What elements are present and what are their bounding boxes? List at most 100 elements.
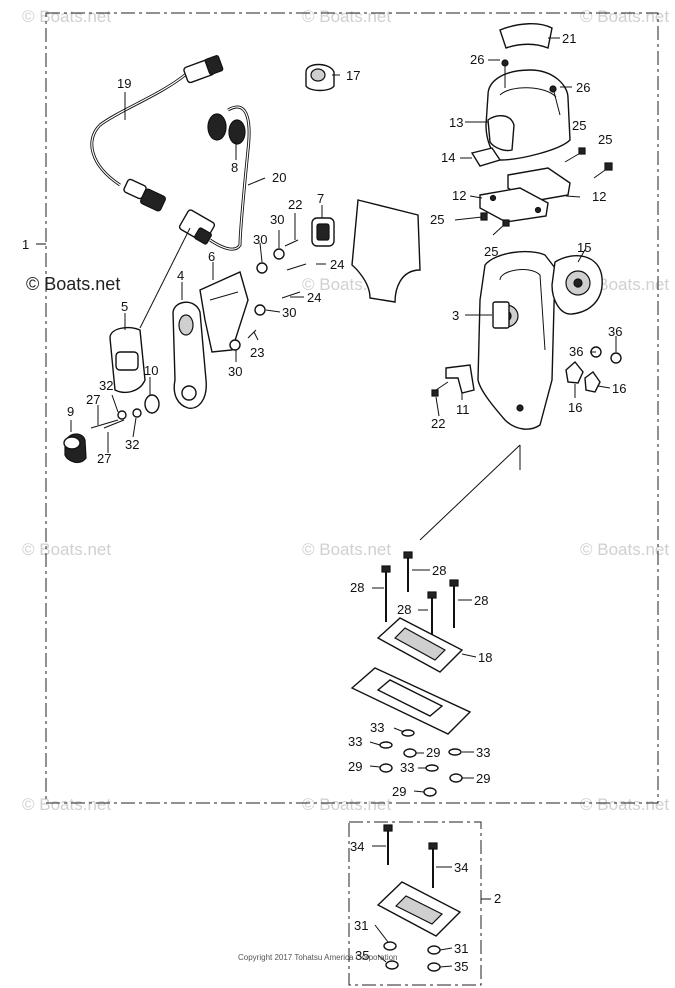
cable-20 — [139, 105, 251, 329]
callout-7: 7 — [317, 191, 324, 206]
callout-33c: 33 — [476, 745, 490, 760]
grip-6 — [199, 271, 249, 353]
callout-1: 1 — [22, 237, 29, 252]
callout-29d: 29 — [392, 784, 406, 799]
callout-33a: 33 — [370, 720, 384, 735]
watermark-strong: © Boats.net — [26, 274, 120, 294]
callout-9: 9 — [67, 404, 74, 419]
callout-4: 4 — [177, 268, 184, 283]
callout-28b: 28 — [432, 563, 446, 578]
watermark: © Boats.net — [302, 795, 391, 814]
watermark-group: © Boats.net © Boats.net © Boats.net © Bo… — [22, 7, 669, 814]
callout-26a: 26 — [470, 52, 484, 67]
callout-30c: 30 — [282, 305, 296, 320]
copyright-text: Copyright 2017 Tohatsu America Corporati… — [238, 953, 398, 962]
callout-36b: 36 — [569, 344, 583, 359]
callout-30d: 30 — [228, 364, 242, 379]
callout-19: 19 — [117, 76, 131, 91]
callout-31b: 31 — [454, 941, 468, 956]
assembly-1-frame — [45, 12, 659, 804]
callout-27a: 27 — [86, 392, 100, 407]
callout-20: 20 — [272, 170, 286, 185]
callout-26b: 26 — [576, 80, 590, 95]
flange-18 — [350, 617, 472, 735]
bracket-11 — [431, 364, 475, 397]
lever-arm-4 — [172, 301, 207, 409]
assembly-2-frame — [348, 821, 482, 986]
part-7 — [311, 217, 335, 247]
callout-23: 23 — [250, 345, 264, 360]
brackets-12 — [479, 167, 571, 223]
callout-29c: 29 — [476, 771, 490, 786]
callout-27b: 27 — [97, 451, 111, 466]
housing-13 — [485, 59, 571, 161]
watermark: © Boats.net — [22, 795, 111, 814]
callout-22a: 22 — [288, 197, 302, 212]
callout-6: 6 — [208, 249, 215, 264]
screws-25 — [454, 147, 613, 236]
watermark: © Boats.net — [22, 7, 111, 26]
callout-8: 8 — [231, 160, 238, 175]
callout-24b: 24 — [307, 290, 321, 305]
callout-28c: 28 — [397, 602, 411, 617]
callout-25a: 25 — [572, 118, 586, 133]
fasteners-left — [229, 239, 307, 351]
callout-17: 17 — [346, 68, 360, 83]
callout-33b: 33 — [348, 734, 362, 749]
callout-29a: 29 — [426, 745, 440, 760]
callout-3: 3 — [452, 308, 459, 323]
callout-25b: 25 — [598, 132, 612, 147]
callout-labels: 1 2 3 4 5 6 7 8 9 10 11 12 12 13 14 15 1… — [22, 31, 626, 974]
callout-11: 11 — [456, 402, 470, 417]
callout-12a: 12 — [452, 188, 466, 203]
callout-5: 5 — [121, 299, 128, 314]
callout-29b: 29 — [348, 759, 362, 774]
nuts-29-33 — [379, 729, 463, 797]
part-17 — [305, 63, 335, 92]
callout-30b: 30 — [270, 212, 284, 227]
callout-31a: 31 — [354, 918, 368, 933]
watermark: © Boats.net — [302, 540, 391, 559]
callout-28a: 28 — [350, 580, 364, 595]
callout-2: 2 — [494, 891, 501, 906]
screws-28 — [381, 551, 459, 638]
callout-25d: 25 — [484, 244, 498, 259]
plate-15 — [551, 255, 603, 315]
callout-25c: 25 — [430, 212, 444, 227]
callout-22b: 22 — [431, 416, 445, 431]
callout-36a: 36 — [608, 324, 622, 339]
callout-24a: 24 — [330, 257, 344, 272]
callout-16a: 16 — [612, 381, 626, 396]
callout-13: 13 — [449, 115, 463, 130]
callout-21: 21 — [562, 31, 576, 46]
callout-30a: 30 — [253, 232, 267, 247]
parts-9-10-27-32 — [63, 394, 160, 464]
cover-21 — [499, 23, 553, 49]
callout-leaders — [70, 37, 617, 968]
watermark: © Boats.net — [22, 540, 111, 559]
callout-35a: 35 — [355, 948, 369, 963]
callout-34b: 34 — [454, 860, 468, 875]
callout-14: 14 — [441, 150, 455, 165]
callout-34a: 34 — [350, 839, 364, 854]
callout-35b: 35 — [454, 959, 468, 974]
callout-10: 10 — [144, 363, 158, 378]
parts-16-36 — [565, 346, 622, 393]
gasket-plate — [351, 199, 421, 303]
callout-32a: 32 — [99, 378, 113, 393]
callout-28d: 28 — [474, 593, 488, 608]
callout-12b: 12 — [592, 189, 606, 204]
watermark: © Boats.net — [580, 7, 669, 26]
part-14 — [470, 147, 502, 167]
assembly-2-parts — [376, 824, 462, 972]
watermark: © Boats.net — [580, 795, 669, 814]
callout-18: 18 — [478, 650, 492, 665]
callout-16b: 16 — [568, 400, 582, 415]
watermark: © Boats.net — [580, 540, 669, 559]
callout-32b: 32 — [125, 437, 139, 452]
callout-33d: 33 — [400, 760, 414, 775]
harness-19 — [90, 55, 224, 212]
callout-15: 15 — [577, 240, 591, 255]
control-body-3 — [419, 250, 556, 541]
